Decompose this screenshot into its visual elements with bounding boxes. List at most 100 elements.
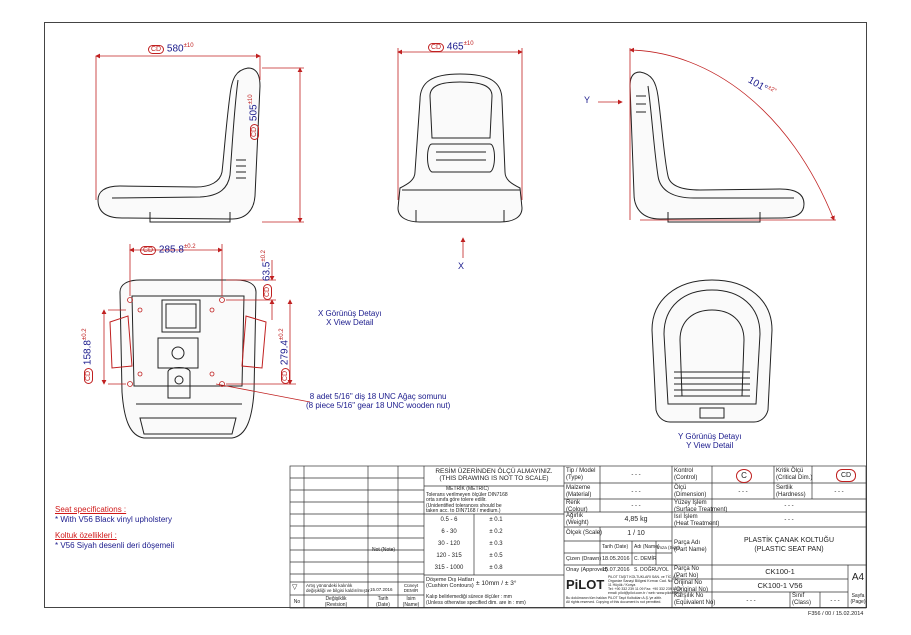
tolerance-value: ± 0.5 (489, 553, 503, 559)
colour-label-tr: Renk (566, 500, 581, 506)
critical-dim-badge: CD (250, 123, 260, 140)
colour-label: Renk (Colour) (566, 500, 588, 514)
equiv-label-tr: Karşılık No (674, 593, 704, 599)
y-view-caption-tr: Y Görünüş Detayı (678, 432, 742, 441)
dims-unit-note: Kalıp belirlemediği sürece ölçüler : mm … (426, 594, 526, 606)
scale-label: Ölçek (Scale) (566, 530, 603, 536)
dim-hole-spacing: CD 285.8±0.2 (140, 241, 196, 257)
revision-date-header-tr: Tarih (377, 596, 389, 602)
tol-note-line: orta sınıfa göre tolere edilir. (426, 497, 487, 503)
y-view-caption: Y Görünüş Detayı Y View Detail (678, 432, 741, 450)
sheet-size: A4 (851, 572, 865, 583)
revision-no-header: No (293, 599, 301, 605)
company-line: email: pilot@pilot.com.tr / web: www.pil… (608, 591, 683, 595)
part-no: CK100-1 (765, 567, 795, 576)
type-label-en: (Type) (566, 475, 584, 481)
tolerance-range: 0.5 - 6 (440, 517, 458, 523)
dimension-label-tr: Ölçü (674, 485, 687, 491)
cushion-label: Döşeme Dış Hatları (Cushion Contours) (426, 577, 474, 589)
control-symbol: C (736, 469, 752, 483)
surface-value: - - - (784, 503, 794, 509)
dim-tolerance: ±0.2 (183, 244, 196, 250)
hardness-value: - - - (834, 489, 844, 495)
revision-note: Artış yönündeki kalınlık değişikliği ve … (306, 583, 371, 593)
page-label-tr: Sayfa (851, 593, 865, 599)
dim-front-width: CD 465±10 (428, 38, 474, 54)
dim-value: 465 (446, 41, 464, 53)
revision-name-header-en: (Name) (402, 602, 420, 608)
dims-note-tr: Kalıp belirlemediği sürece ölçüler : mm (426, 594, 512, 600)
orig-no-label: Orijinal No (Original No) (674, 580, 708, 594)
copyright-note: Bu dokümanın tüm hakları PiLOT Taşıt Kol… (566, 596, 662, 604)
y-arrow-label: Y (584, 95, 591, 105)
revision-header-en: (Revision) (324, 602, 348, 608)
class-value: - - - (830, 598, 840, 604)
surface-label-en: (Surface Treatment) (674, 507, 728, 513)
colour-label-en: (Colour) (566, 507, 588, 513)
date-header: Tarih (Date) (602, 544, 629, 550)
part-name-tr: PLASTİK ÇANAK KOLTUĞU (743, 537, 835, 544)
critical-dim-badge: CD (428, 43, 445, 53)
dim-height: CD 505±10 (245, 94, 261, 140)
dimension-value: - - - (738, 489, 748, 495)
pilot-logo: PiLOT (566, 577, 605, 592)
weight-label-tr: Ağırlık (566, 513, 584, 519)
bolt-note: 8 adet 5/16" diş 18 UNC Ağaç somunu (8 p… (306, 392, 450, 410)
critical-label-en: (Critical Dim.) (776, 475, 813, 481)
copyright-line: All rights reserved. Copying of this doc… (566, 600, 662, 604)
critical-label: Kritik Ölçü (Critical Dim.) (776, 468, 812, 482)
revision-name-header-tr: İsim (406, 596, 416, 602)
equiv-label-en: (Eqüivalent No) (674, 600, 716, 606)
seat-specs-en: Seat specifications : * With V56 Black v… (55, 505, 172, 525)
control-label-en: (Control) (674, 475, 698, 481)
part-no-label-en: (Part No) (674, 573, 699, 579)
company-line: Tel: +90 332 239 11 09 Fax: +90 332 239 … (608, 587, 682, 591)
revision-name-line: Cüneyt (403, 583, 419, 588)
dim-tolerance: ±0.2 (82, 328, 88, 341)
part-name-label-en: (Part Name) (674, 547, 707, 553)
dim-value: 505 (248, 104, 260, 122)
form-code: F356 / 00 / 15.02.2014 (808, 611, 864, 617)
name-header: Adı (Name) (634, 544, 660, 550)
dim-value: 158.8 (82, 340, 94, 366)
x-view-caption-en: X View Detail (326, 318, 374, 327)
revision-date-header: Tarih (Date) (368, 596, 398, 608)
revision-name-header: İsim (Name) (398, 596, 424, 608)
weight-label: Ağırlık (Weight) (566, 513, 589, 527)
scale-note-tr: RESİM ÜZERİNDEN ÖLÇÜ ALMAYINIZ. (435, 468, 553, 475)
tolerance-note: METRİK (METRIC) Tolerans verilmeyen ölçü… (426, 486, 508, 515)
scale-note-en: (THIS DRAWING IS NOT TO SCALE) (439, 475, 549, 482)
seat-specs-tr: Koltuk özellikleri : * V56 Siyah desenli… (55, 531, 174, 551)
tolerance-value: ± 0.8 (489, 565, 503, 571)
dim-top-offset: CD 63.5±0.2 (258, 250, 274, 300)
dim-value: 580 (166, 43, 184, 55)
dim-tolerance: ±0.2 (279, 328, 285, 341)
specs-en-item: * With V56 Black vinyl upholstery (55, 515, 172, 524)
part-name: PLASTİK ÇANAK KOLTUĞU (PLASTIC SEAT PAN) (714, 536, 864, 554)
dim-vertical-spacing: CD 279.4±0.2 (276, 328, 292, 384)
control-label-tr: Kontrol (674, 468, 694, 474)
revision-name-line: DEMİR (403, 588, 419, 593)
part-no-label: Parça No (Part No) (674, 566, 699, 580)
surface-label-tr: Yüzey İşlem (674, 500, 707, 506)
dim-value: 63.5 (261, 261, 273, 282)
dim-tolerance: ±0.2 (261, 249, 267, 262)
approved-date: 15.07.2016 (602, 567, 630, 573)
front-view (397, 73, 523, 223)
heat-label-tr: Isıl İşlem (674, 514, 698, 520)
sign-header: İmza (Sign) (657, 545, 681, 550)
revision-marker-icon: ▽ (292, 584, 298, 591)
tolerance-value: ± 0.1 (489, 517, 503, 523)
specs-en-title: Seat specifications : (55, 505, 127, 514)
part-name-label: Parça Adı (Part Name) (674, 540, 707, 554)
specs-tr-item: * V56 Siyah desenli deri döşemeli (55, 541, 175, 550)
revision-name: Cüneyt DEMİR (400, 583, 422, 593)
side-view-angle (629, 71, 805, 223)
control-label: Kontrol (Control) (674, 468, 697, 482)
scale-note: RESİM ÜZERİNDEN ÖLÇÜ ALMAYINIZ. (THIS DR… (426, 468, 562, 482)
material-label-en: (Material) (566, 492, 592, 498)
drawn-label: Çizen (Drawn) (566, 556, 602, 562)
revision-header: Değişiklik (Revision) (304, 596, 368, 608)
orig-no-label-en: (Original No) (674, 587, 709, 593)
